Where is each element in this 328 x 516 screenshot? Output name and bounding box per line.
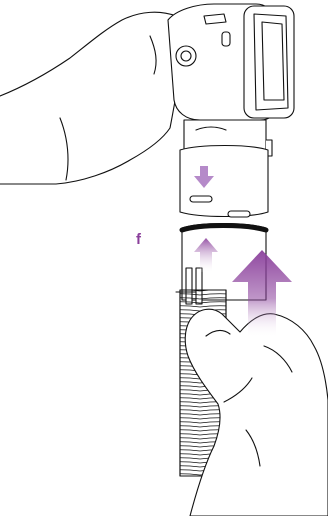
- lower-hand: [184, 308, 328, 516]
- push-arrow-up-large: [232, 250, 292, 338]
- insert-arrow-up-small: [194, 238, 218, 272]
- adapter-ring: [179, 144, 269, 218]
- camera-body: [167, 3, 295, 121]
- insert-arrow-down: [194, 166, 214, 188]
- step-label: f: [136, 231, 142, 248]
